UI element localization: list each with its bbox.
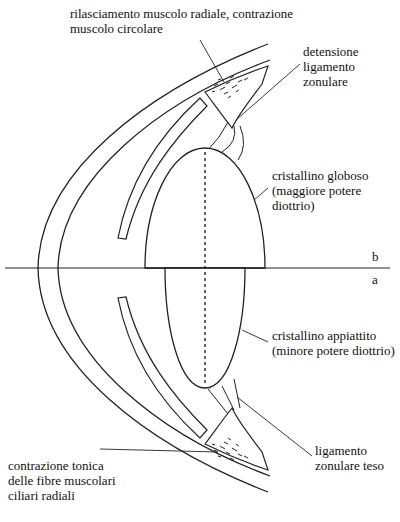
axis-label: a [372,272,392,287]
lens [145,148,265,388]
optical-axis [5,268,390,269]
leader-lines [100,40,312,456]
part-label: rilasciamento muscolo radiale, contrazio… [70,6,295,36]
axis-label: b [372,249,392,264]
part-label: cristallino appiattito (minore potere di… [272,328,396,358]
lens-seam [204,152,205,384]
ciliary-body [205,66,268,128]
part-label: cristallino globoso (maggiore potere dio… [272,168,396,213]
part-label: detensione ligamento zonulare [303,44,378,89]
part-label: contrazione tonica delle fibre muscolari… [8,458,132,503]
muscle-stipple [212,76,248,98]
part-label: ligamento zonulare teso [315,443,395,473]
